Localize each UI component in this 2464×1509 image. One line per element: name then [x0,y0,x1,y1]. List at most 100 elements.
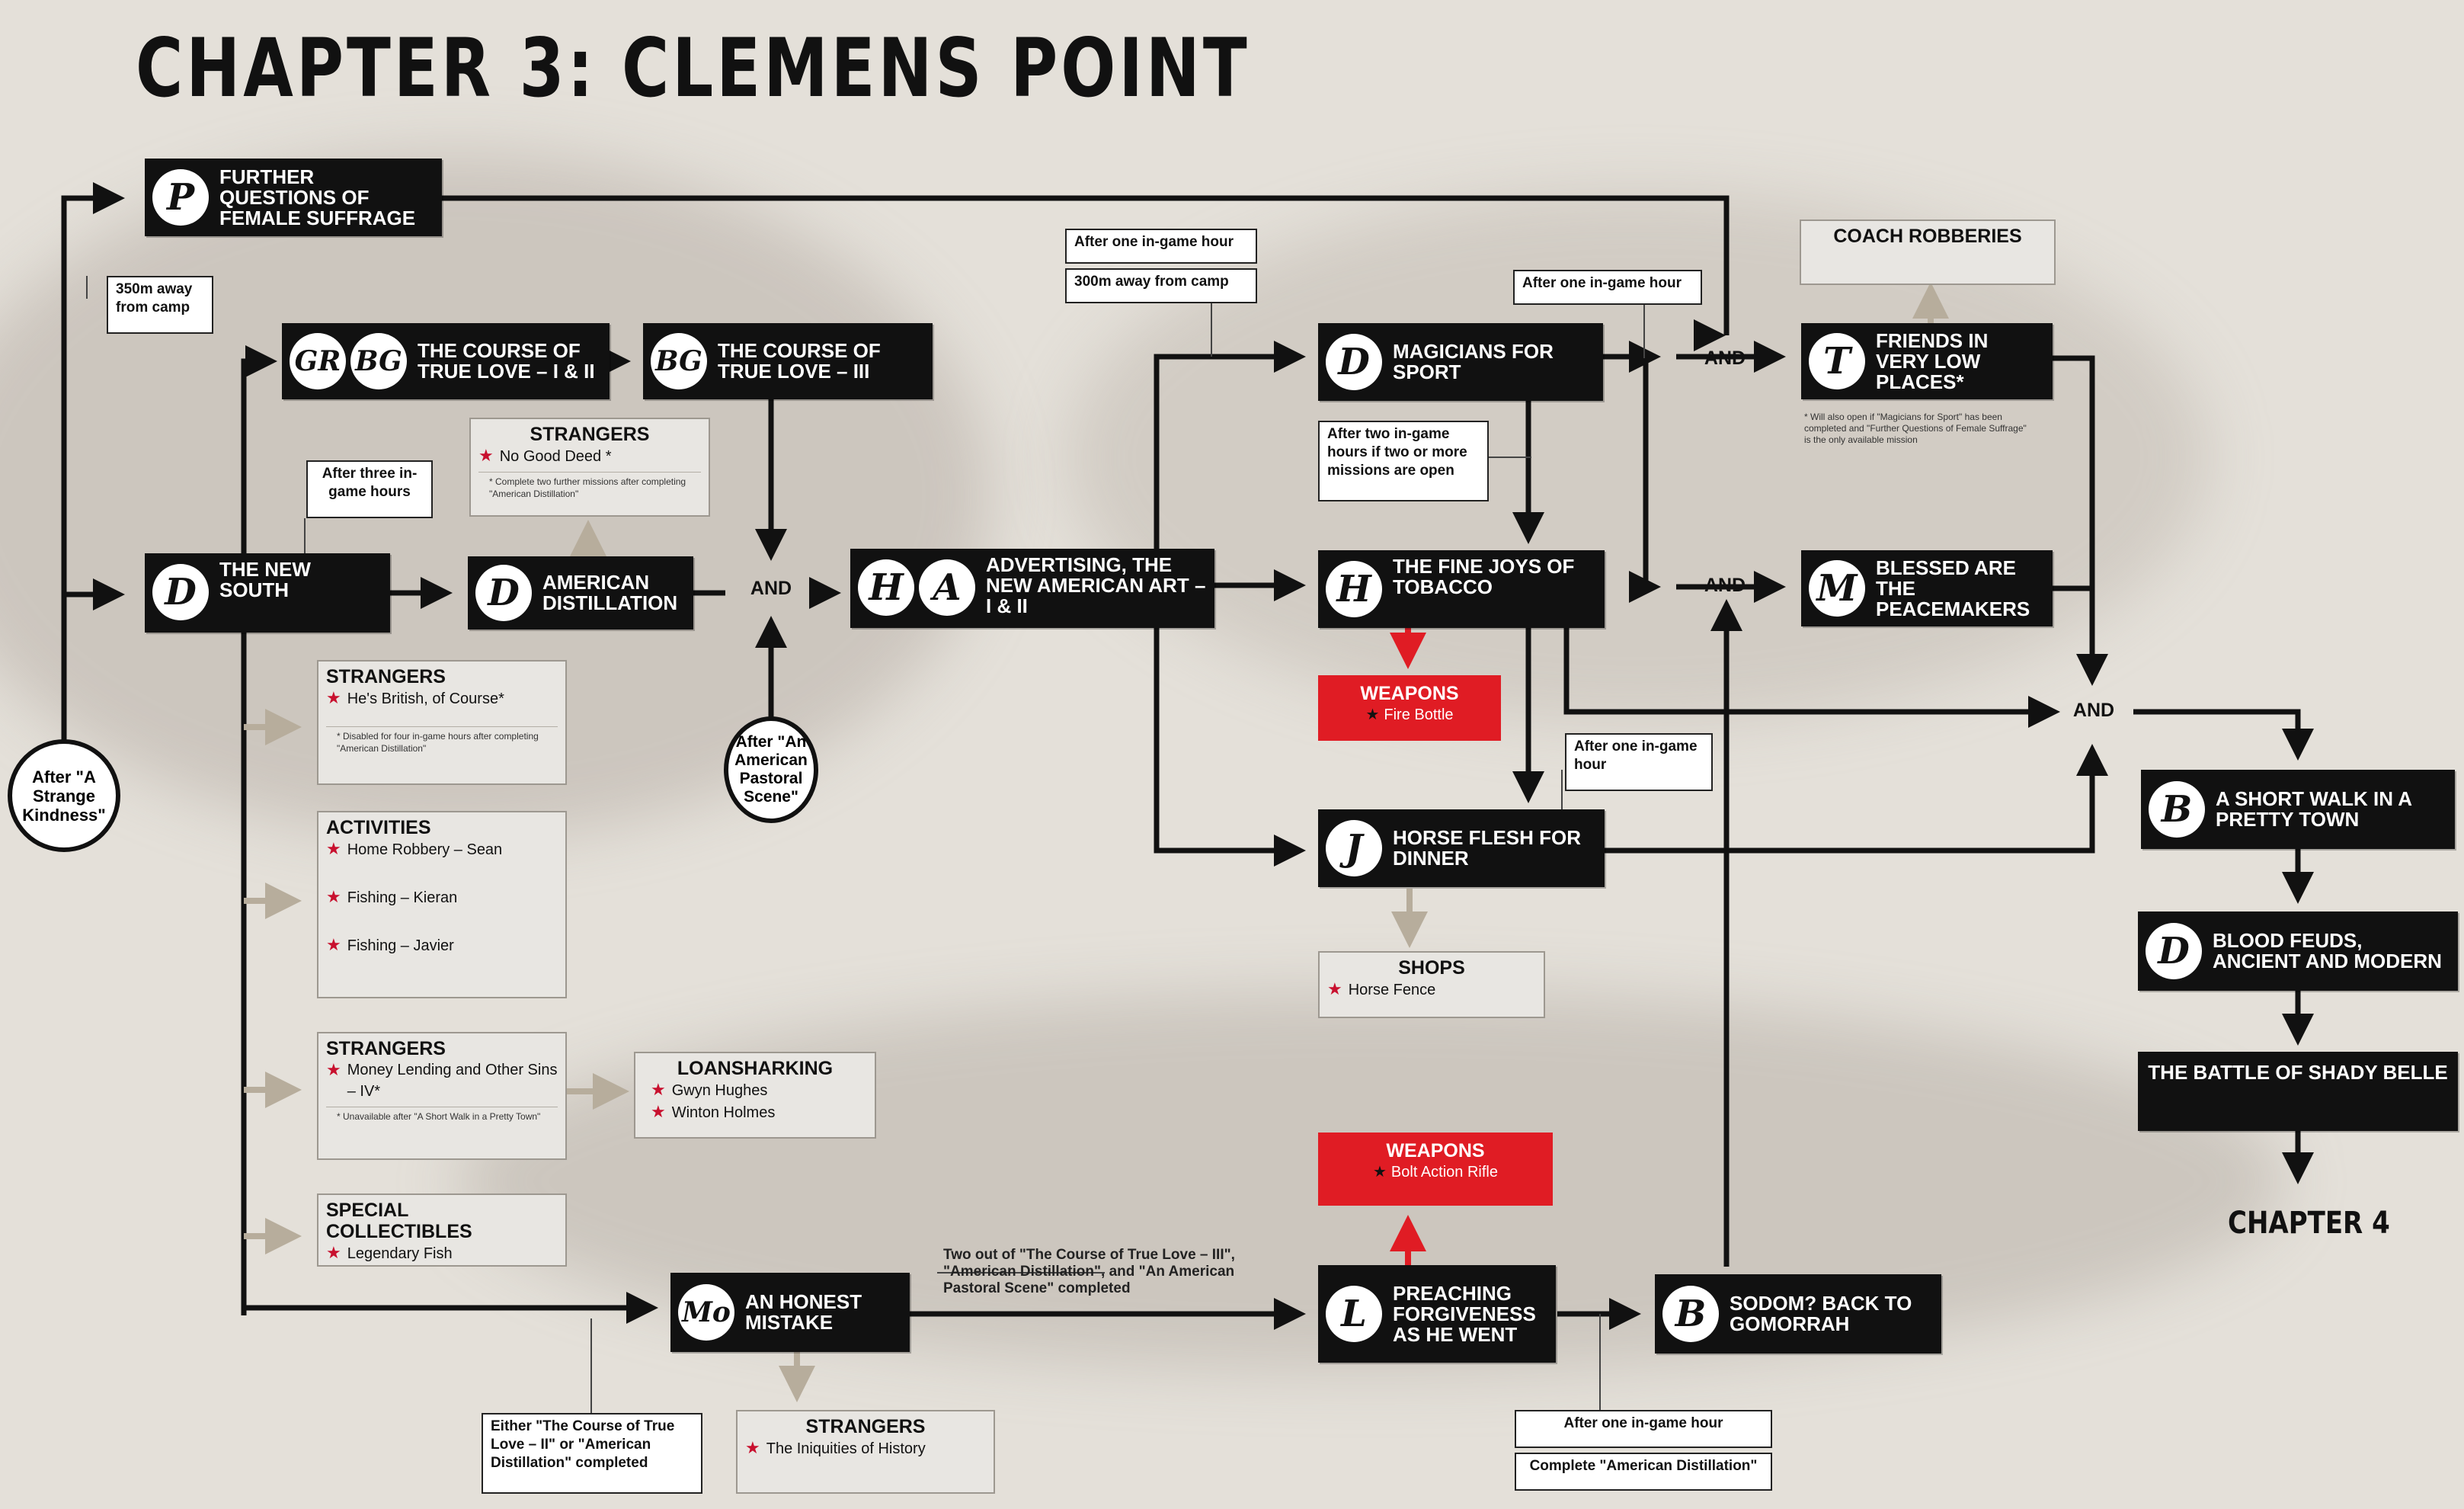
b-mission-icon: B [1662,1286,1719,1342]
condition-300m: 300m away from camp [1065,268,1257,303]
mission-fine-joys[interactable]: H THE FINE JOYS OF TOBACCO [1318,550,1605,628]
mission-sodom[interactable]: B SODOM? BACK TO GOMORRAH [1655,1274,1941,1354]
condition-one-hour-top: After one in-game hour [1065,229,1257,264]
mission-honest-mistake[interactable]: Mo AN HONEST MISTAKE [670,1273,910,1352]
condition-one-hour-bottom: After one in-game hour [1515,1410,1772,1448]
condition-two-out-of: Two out of "The Course of True Love – II… [943,1247,1235,1296]
star-icon: ★ [1365,706,1380,723]
mission-name: A SHORT WALK IN A PRETTY TOWN [2216,787,2412,831]
mission-name: ADVERTISING, THE NEW AMERICAN ART – I & … [986,553,1206,617]
box-item: ★Winton Holmes [651,1102,776,1121]
strangers-iniquities-box: STRANGERS ★The Iniquities of History [736,1410,995,1494]
box-footnote: * Disabled for four in-game hours after … [337,731,539,754]
mission-advertising[interactable]: H A ADVERTISING, THE NEW AMERICAN ART – … [850,549,1214,628]
mission-blessed[interactable]: M BLESSED ARE THE PEACEMAKERS [1801,550,2053,626]
strangers-british-box: STRANGERS ★He's British, of Course* * Di… [317,660,567,785]
star-icon: ★ [745,1438,760,1457]
box-item: ★Bolt Action Rifle [1372,1164,1498,1181]
chapter-4-label: CHAPTER 4 [2228,1206,2390,1241]
mission-name: FURTHER QUESTIONS OF FEMALE SUFFRAGE [219,165,416,229]
mission-course-true-love-3[interactable]: BG THE COURSE OF TRUE LOVE – III [643,323,933,399]
box-header: WEAPONS [1360,683,1459,704]
box-header: STRANGERS [805,1416,926,1437]
activity-item: ★Fishing – Kieran [326,887,458,906]
mission-blood-feuds[interactable]: D BLOOD FEUDS, ANCIENT AND MODERN [2138,911,2458,991]
mission-name: THE COURSE OF TRUE LOVE – I & II [418,339,595,383]
and-junction: AND [1704,575,1746,596]
b-mission-icon: B [2149,781,2205,838]
condition-three-hours: After three in-game hours [306,460,433,518]
mission-name: MAGICIANS FOR SPORT [1393,340,1554,383]
star-icon: ★ [1372,1164,1387,1181]
mission-name: SODOM? BACK TO GOMORRAH [1730,1292,1912,1335]
j-mission-icon: J [1326,820,1382,876]
mission-name: AN HONEST MISTAKE [745,1290,862,1334]
weapons-fire-bottle-box: WEAPONS ★Fire Bottle [1318,675,1501,741]
m-mission-icon: M [1809,560,1865,617]
star-icon: ★ [478,446,494,465]
p-mission-icon: P [152,169,209,226]
and-junction: AND [2072,700,2115,721]
mission-new-south[interactable]: D THE NEW SOUTH [145,553,390,633]
star-icon: ★ [1327,979,1342,998]
mission-american-distillation[interactable]: D AMERICAN DISTILLATION [468,556,693,630]
mission-name: THE FINE JOYS OF TOBACCO [1393,555,1575,598]
mission-battle-shady-belle[interactable]: THE BATTLE OF SHADY BELLE [2138,1052,2458,1131]
weapons-bolt-action-box: WEAPONS ★Bolt Action Rifle [1318,1133,1553,1206]
box-header: WEAPONS [1386,1140,1485,1161]
t-mission-icon: T [1809,333,1865,389]
box-header: STRANGERS [326,666,446,687]
star-icon: ★ [651,1102,666,1121]
box-item: ★Gwyn Hughes [651,1080,768,1099]
shops-box: SHOPS ★Horse Fence [1318,951,1545,1018]
and-junction: AND [750,578,792,599]
star-icon: ★ [326,887,341,906]
box-header: LOANSHARKING [677,1058,834,1079]
box-footnote: * Unavailable after "A Short Walk in a P… [337,1111,541,1122]
condition-complete-american: Complete "American Distillation" [1515,1453,1772,1491]
divider [326,726,558,727]
box-header: ACTIVITIES [326,817,431,838]
and-junction: AND [1704,348,1746,369]
box-header: STRANGERS [326,1038,446,1059]
star-icon: ★ [326,935,341,954]
box-item: ★Fire Bottle [1365,706,1454,723]
mission-name: BLOOD FEUDS, ANCIENT AND MODERN [2213,929,2442,972]
box-item: ★He's British, of Course* [326,688,504,707]
box-footnote: * Complete two further missions after co… [489,476,686,499]
bg-mission-icon: BG [651,333,707,389]
loansharking-box: LOANSHARKING ★Gwyn Hughes ★Winton Holmes [634,1052,876,1139]
mission-preaching[interactable]: L PREACHING FORGIVENESS AS HE WENT [1318,1265,1556,1363]
divider [478,472,701,473]
gr-mission-icon: GR [290,333,346,389]
condition-one-hour-mid: After one in-game hour [1565,733,1713,791]
star-icon: ★ [326,1060,341,1079]
box-item: ★No Good Deed * [478,446,612,465]
mission-name: FRIENDS IN VERY LOW PLACES* [1876,328,1989,393]
mission-short-walk[interactable]: B A SHORT WALK IN A PRETTY TOWN [2141,770,2455,849]
star-icon: ★ [651,1080,666,1099]
condition-two-hours: After two in-game hours if two or more m… [1318,421,1489,501]
page-title: CHAPTER 3: CLEMENS POINT [136,21,1250,115]
mission-horse-flesh[interactable]: J HORSE FLESH FOR DINNER [1318,809,1605,887]
mission-magicians[interactable]: D MAGICIANS FOR SPORT [1318,323,1603,401]
activity-item: ★Home Robbery – Sean [326,839,503,858]
after-pastoral-scene: After "An American Pastoral Scene" [724,716,818,823]
box-item: ★Money Lending and Other Sins – IV* [326,1059,558,1102]
condition-one-hour-right: After one in-game hour [1513,270,1702,305]
star-icon: ★ [326,688,341,707]
a-mission-icon: A [919,559,975,616]
bg-mission-icon: BG [350,333,407,389]
mission-friends[interactable]: T FRIENDS IN VERY LOW PLACES* [1801,323,2053,399]
h-mission-icon: H [1326,561,1382,617]
mission-name: HORSE FLESH FOR DINNER [1393,826,1582,870]
star-icon: ★ [326,1243,341,1262]
d-mission-icon: D [1326,334,1382,390]
mission-further-questions[interactable]: P FURTHER QUESTIONS OF FEMALE SUFFRAGE [145,159,442,236]
coach-robberies-box: COACH ROBBERIES [1800,219,2056,285]
box-header: STRANGERS [530,424,650,445]
mission-name: BLESSED ARE THE PEACEMAKERS [1876,556,2030,620]
mission-course-true-love-1-2[interactable]: GR BG THE COURSE OF TRUE LOVE – I & II [282,323,610,399]
box-item: ★Legendary Fish [326,1243,453,1262]
mission-name: PREACHING FORGIVENESS AS HE WENT [1393,1281,1536,1346]
